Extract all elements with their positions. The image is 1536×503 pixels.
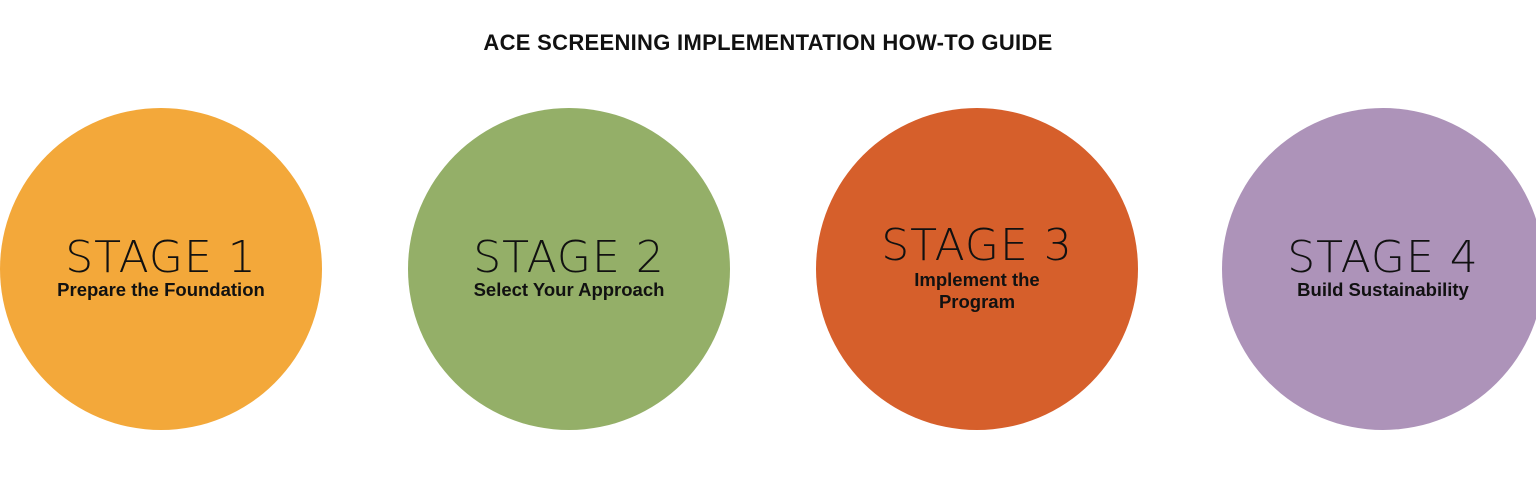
stage-4-subtitle: Build Sustainability bbox=[1297, 279, 1469, 300]
stage-4-label: STAGE 4 bbox=[1287, 232, 1479, 283]
stage-1-label: STAGE 1 bbox=[65, 232, 257, 283]
stage-2-label: STAGE 2 bbox=[473, 232, 665, 283]
stage-2-circle[interactable]: STAGE 2 Select Your Approach bbox=[408, 108, 730, 430]
stage-1-circle[interactable]: STAGE 1 Prepare the Foundation bbox=[0, 108, 322, 430]
page-title: ACE SCREENING IMPLEMENTATION HOW-TO GUID… bbox=[483, 30, 1053, 55]
stage-4-circle[interactable]: STAGE 4 Build Sustainability bbox=[1222, 108, 1536, 430]
stage-1-subtitle: Prepare the Foundation bbox=[57, 279, 265, 300]
stage-3-label: STAGE 3 bbox=[881, 220, 1073, 271]
stage-3-subtitle: Implement the Program bbox=[914, 269, 1040, 312]
stage-2-subtitle: Select Your Approach bbox=[473, 279, 665, 300]
stage-3-circle[interactable]: STAGE 3 Implement the Program bbox=[816, 108, 1138, 430]
